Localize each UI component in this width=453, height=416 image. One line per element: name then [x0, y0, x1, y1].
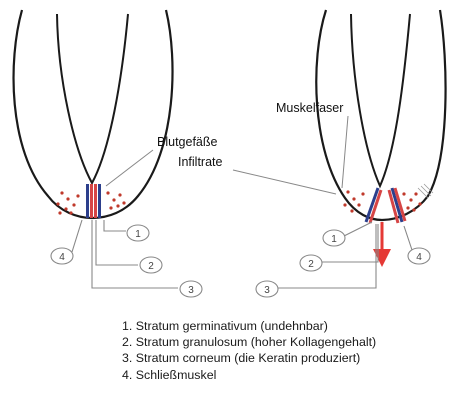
- legend-item-1: 1. Stratum germinativum (undehnbar): [122, 318, 376, 334]
- legend-list: 1. Stratum germinativum (undehnbar) 2. S…: [122, 318, 376, 383]
- callout-right-1: 1: [323, 230, 345, 246]
- callout-left-3: 3: [180, 281, 202, 297]
- callout-right-4: 4: [408, 248, 430, 264]
- svg-text:4: 4: [416, 252, 422, 263]
- left-figure: 4 1 2 3: [14, 10, 202, 297]
- label-infiltrate: Infiltrate: [178, 155, 223, 169]
- legend-item-4: 4. Schließmuskel: [122, 367, 376, 383]
- label-blutgefaesse: Blutgefäße: [157, 135, 218, 149]
- callout-right-3: 3: [256, 281, 278, 297]
- right-figure: 1 4 2 3: [256, 10, 446, 297]
- right-outer-wall: [316, 10, 445, 220]
- label-muskelfaser: Muskelfaser: [276, 101, 343, 115]
- svg-text:2: 2: [148, 261, 154, 272]
- left-sphincter-band: [86, 184, 101, 218]
- callout-left-2: 2: [140, 257, 162, 273]
- callout-left-1: 1: [127, 225, 149, 241]
- legend-item-3: 3. Stratum corneum (die Keratin produzie…: [122, 350, 376, 366]
- svg-text:4: 4: [59, 252, 65, 263]
- label-leaders: [106, 116, 348, 194]
- callout-left-4: 4: [51, 248, 73, 264]
- right-muscle-fiber-strokes: [418, 184, 433, 198]
- left-inner-wall: [57, 14, 128, 183]
- svg-text:1: 1: [331, 234, 337, 245]
- svg-text:3: 3: [188, 285, 194, 296]
- svg-text:3: 3: [264, 285, 270, 296]
- right-inner-wall: [351, 14, 410, 186]
- callout-right-2: 2: [300, 255, 322, 271]
- left-leader-lines: [72, 220, 178, 288]
- svg-text:1: 1: [135, 229, 141, 240]
- left-outer-wall: [14, 10, 173, 218]
- legend-item-2: 2. Stratum granulosum (hoher Kollagengeh…: [122, 334, 376, 350]
- right-leader-lines: [277, 222, 412, 288]
- svg-text:2: 2: [308, 259, 314, 270]
